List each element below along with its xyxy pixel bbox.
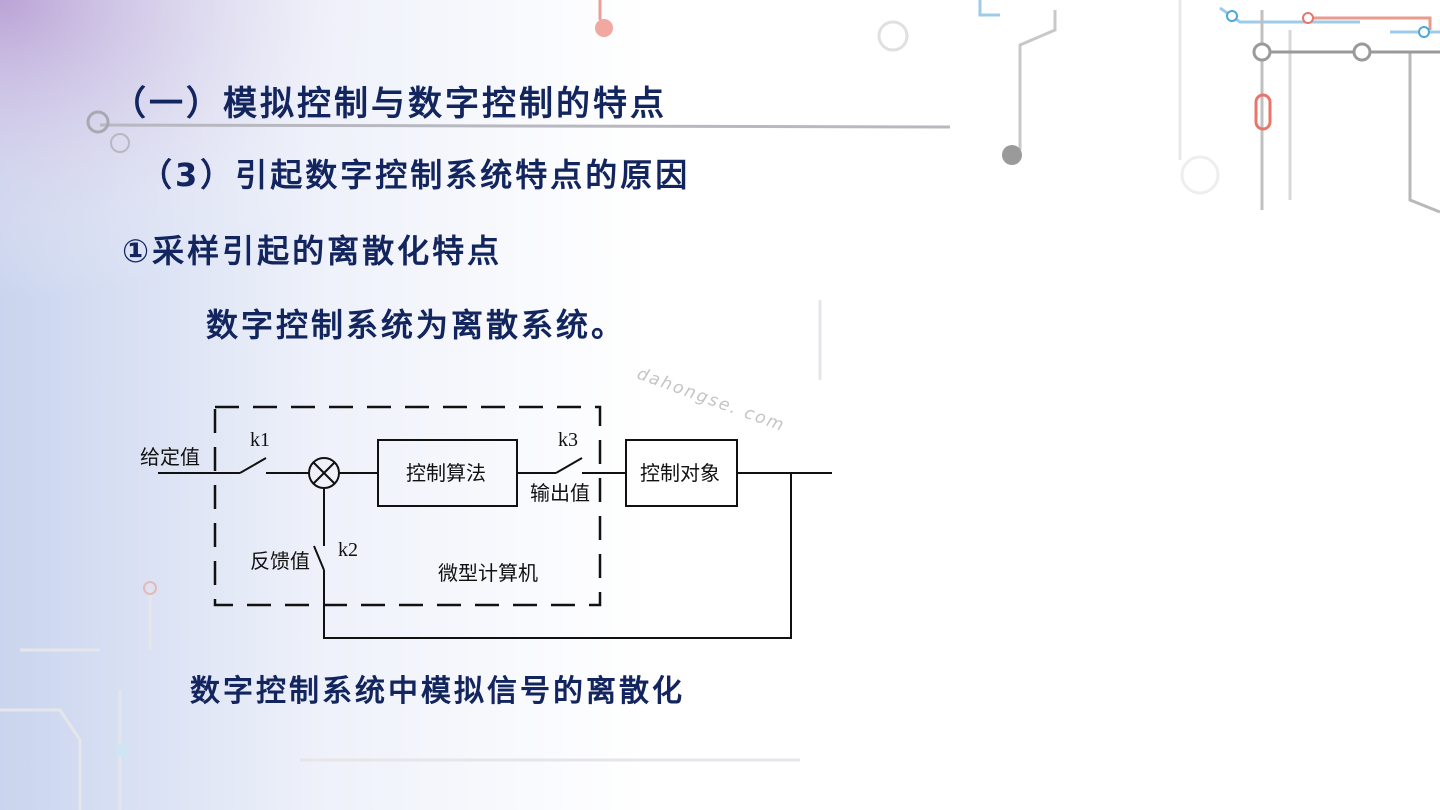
output-value-label: 输出值 bbox=[530, 482, 590, 505]
plant-block-label: 控制对象 bbox=[640, 462, 720, 485]
computer-boundary-box bbox=[213, 405, 602, 607]
microcomputer-label: 微型计算机 bbox=[438, 562, 538, 585]
watermark: dahongse. com bbox=[634, 364, 788, 436]
diagram-caption: 数字控制系统中模拟信号的离散化 bbox=[190, 674, 685, 709]
switch-k2 bbox=[313, 545, 325, 571]
feedback-value-label: 反馈值 bbox=[250, 550, 310, 573]
section-heading: （一）模拟控制与数字控制的特点 bbox=[112, 84, 667, 124]
input-value-label: 给定值 bbox=[140, 446, 200, 469]
switch-k3-label: k3 bbox=[558, 429, 578, 451]
switch-k2-label: k2 bbox=[338, 539, 358, 561]
point-heading: ①采样引起的离散化特点 bbox=[122, 232, 503, 270]
switch-k1 bbox=[239, 457, 267, 474]
point-statement: 数字控制系统为离散系统。 bbox=[206, 306, 627, 344]
switch-k1-label: k1 bbox=[250, 429, 270, 451]
watermark-text: dahongse. com bbox=[634, 364, 788, 436]
controller-block-label: 控制算法 bbox=[406, 462, 486, 485]
subsection-heading: （3）引起数字控制系统特点的原因 bbox=[140, 156, 691, 194]
switch-k3 bbox=[555, 457, 583, 474]
feedback-path bbox=[323, 473, 792, 639]
